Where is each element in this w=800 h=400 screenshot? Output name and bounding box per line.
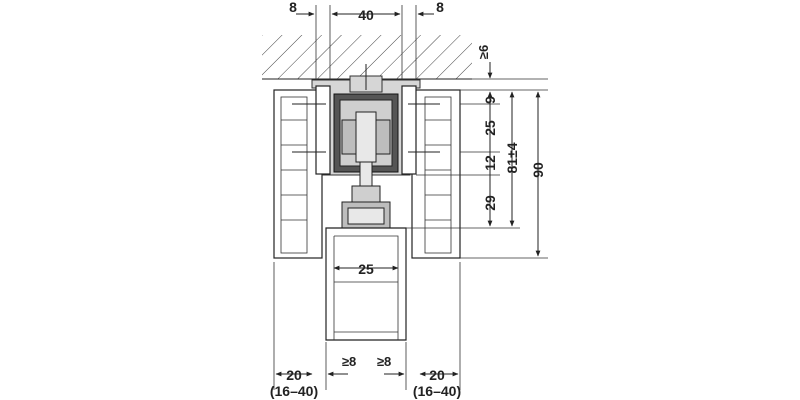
screws [292, 64, 440, 252]
dimension-lines [275, 11, 541, 377]
dim-top-left-gap: 8 [289, 0, 297, 15]
dim-right-12: 12 [482, 155, 498, 171]
extension-lines [273, 5, 548, 390]
dim-right-9: 9 [482, 96, 498, 104]
right-fixed-panel [411, 89, 461, 259]
dim-bottom-left-range: (16–40) [270, 383, 318, 399]
dim-bottom-right-min: ≥8 [377, 354, 391, 369]
dim-top-right-gap: 8 [436, 0, 444, 15]
dim-ceiling-gap: ≥6 [476, 45, 491, 59]
dim-inner-width: 25 [358, 261, 374, 277]
dim-bottom-right-range: (16–40) [413, 383, 461, 399]
dim-right-25: 25 [482, 120, 498, 136]
ceiling [262, 35, 472, 80]
dim-top-width: 40 [358, 7, 374, 23]
trolley [341, 111, 391, 231]
dim-right-90: 90 [530, 162, 546, 178]
dim-bottom-left-20: 20 [286, 367, 302, 383]
dim-bottom-right-20: 20 [429, 367, 445, 383]
dim-bottom-left-min: ≥8 [342, 354, 356, 369]
left-fixed-panel [273, 89, 323, 259]
dim-right-29: 29 [482, 195, 498, 211]
dim-right-81: 81±4 [504, 142, 520, 173]
sliding-door [325, 227, 407, 341]
dimension-labels: 8 40 8 ≥6 9 25 12 29 81±4 90 25 20 (16–4… [270, 0, 546, 399]
